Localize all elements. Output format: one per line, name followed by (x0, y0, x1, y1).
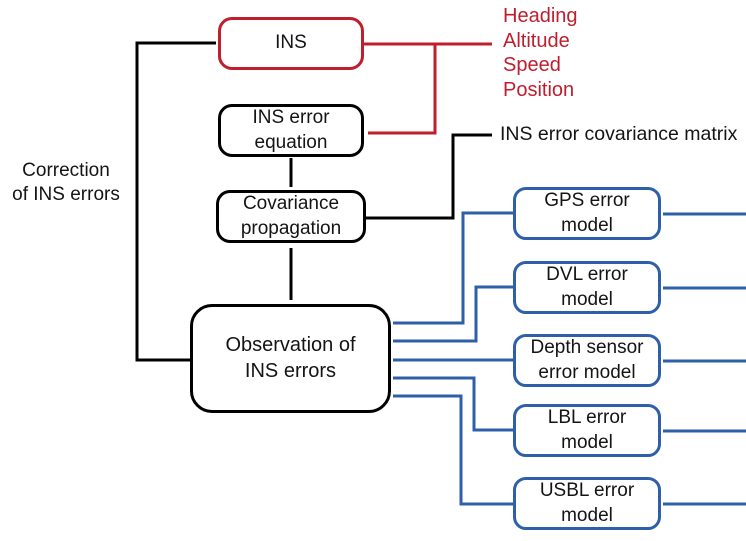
ins-output-heading: Heading (503, 5, 578, 27)
node-ins: INS (218, 17, 364, 70)
correction-of-ins-errors-label: Correction of INS errors (12, 160, 120, 205)
node-covariance-propagation: Covariance propagation (216, 190, 366, 243)
node-ins-error-equation: INS error equation (218, 104, 364, 157)
node-gps-error-model: GPS error model (513, 187, 661, 240)
edge-covprop-to-matrix-output (366, 133, 492, 220)
edge-usbl-to-obs (393, 394, 513, 506)
edge-gps-to-obs (393, 211, 513, 325)
node-depth-sensor-error-model: Depth sensor error model (513, 334, 661, 387)
ins-output-position: Position (503, 78, 575, 101)
node-usbl-error-model: USBL error model (513, 477, 661, 530)
node-lbl-error-model: LBL error model (513, 404, 661, 457)
ins-output-altitude: Altitude (503, 29, 570, 52)
ins-error-covariance-matrix-label: INS error covariance matrix (500, 123, 738, 145)
ins-output-speed: Speed (503, 54, 561, 76)
node-dvl-error-model: DVL error model (513, 261, 661, 314)
node-observation-of-ins-errors: Observation of INS errors (190, 304, 391, 413)
edge-dvl-to-obs (393, 285, 513, 343)
edge-ins-to-eq (368, 44, 437, 135)
ins-outputs-list: Heading Altitude Speed Position (503, 4, 578, 102)
edge-lbl-to-obs (393, 376, 513, 432)
